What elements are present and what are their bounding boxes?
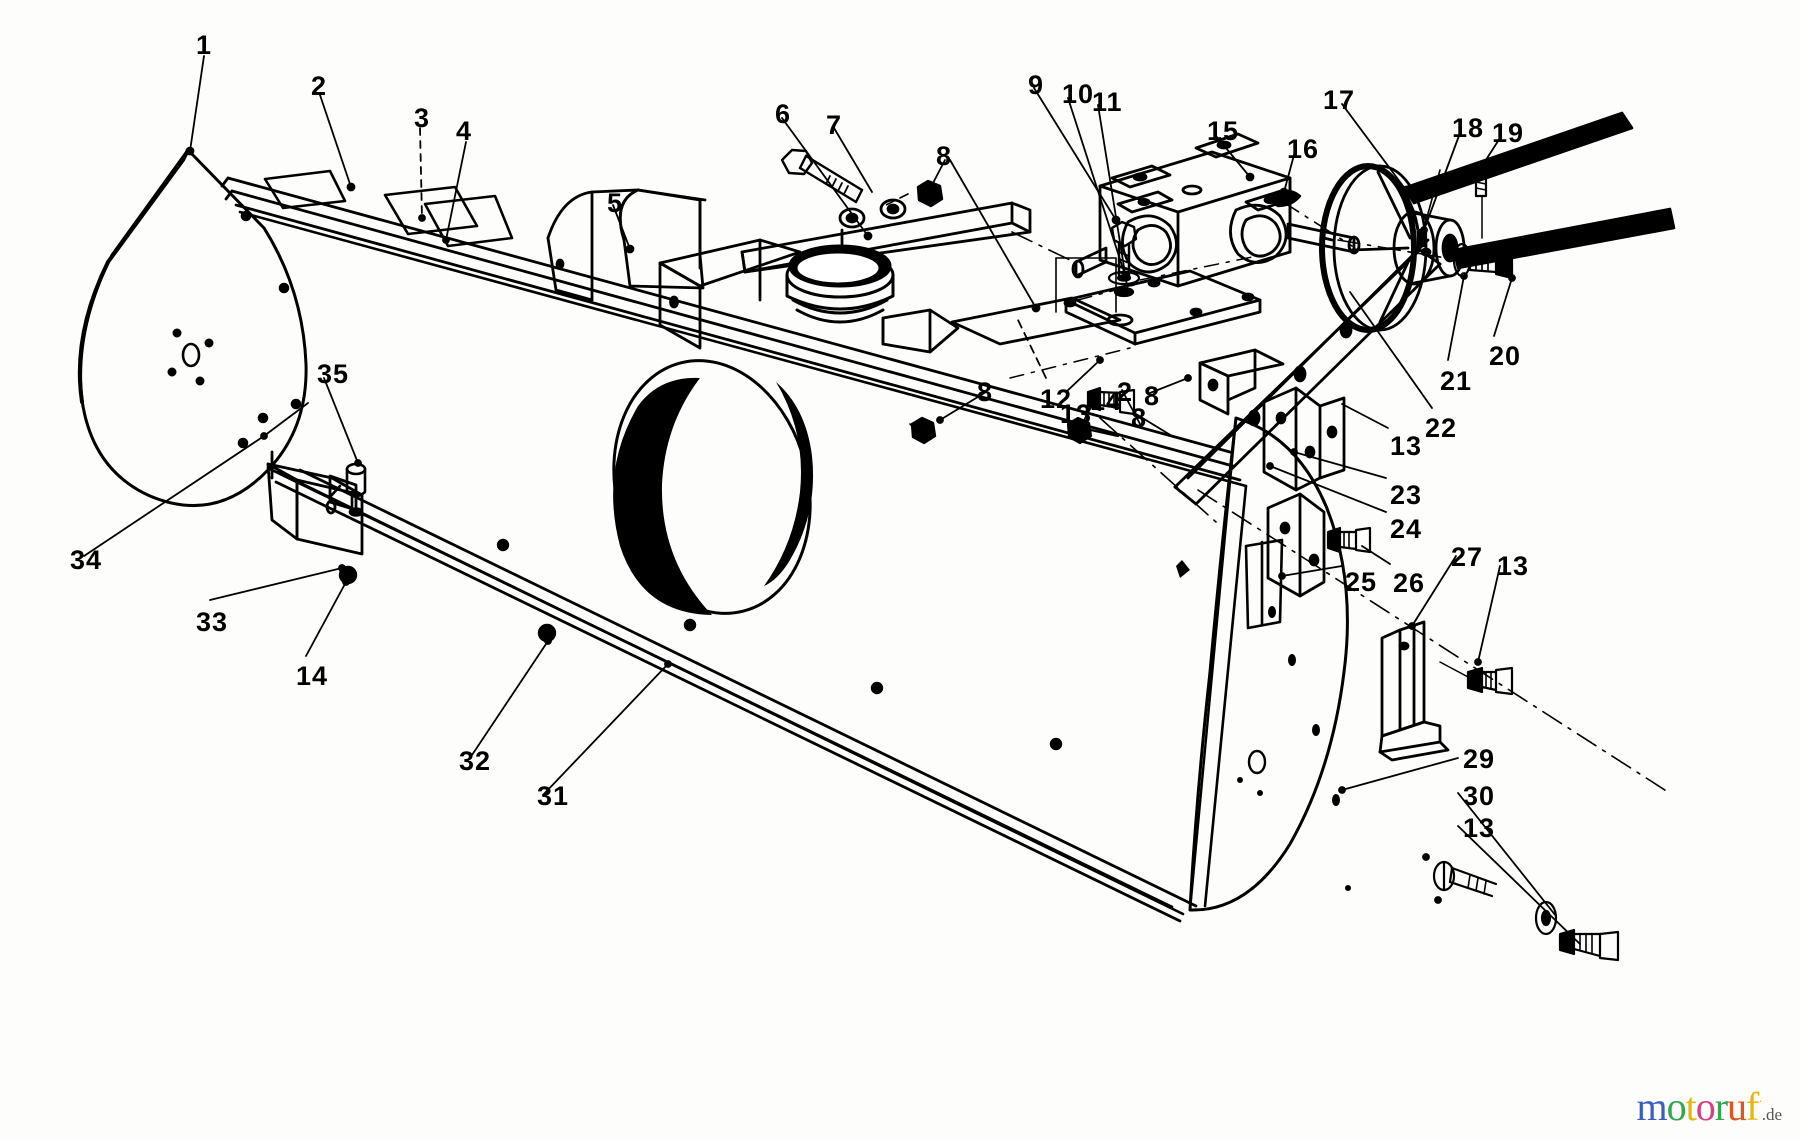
wm-letter-o1: o xyxy=(1666,1084,1687,1129)
left-end-plate xyxy=(77,148,308,508)
flange-nut-8b xyxy=(910,416,937,445)
right-end-plate-detail xyxy=(1244,538,1284,630)
callout-6: 6 xyxy=(775,99,792,129)
callout-22: 22 xyxy=(1425,413,1458,443)
moldboard-rib-tabs xyxy=(263,169,514,248)
washer-30 xyxy=(1534,900,1558,936)
callout-31: 31 xyxy=(537,781,570,811)
callout-8d: 8 xyxy=(1131,403,1148,433)
callout-17: 17 xyxy=(1323,85,1356,115)
callout-29: 29 xyxy=(1463,744,1496,774)
right-end-plate-holes xyxy=(1237,606,1351,891)
callout-14: 14 xyxy=(1090,386,1123,416)
flange-nut-8 xyxy=(916,179,944,208)
callout-34: 34 xyxy=(70,545,103,575)
leader-lines xyxy=(83,55,1581,945)
cap-screw-26 xyxy=(1326,526,1372,554)
callout-30: 30 xyxy=(1463,781,1496,811)
callout-20: 20 xyxy=(1489,341,1522,371)
hex-bolt-7 xyxy=(780,148,864,204)
callout-13b: 13 xyxy=(1390,431,1423,461)
callout-19: 19 xyxy=(1492,118,1525,148)
callout-3: 3 xyxy=(414,103,431,133)
callout-15: 15 xyxy=(1207,116,1240,146)
callout-27: 27 xyxy=(1451,542,1484,572)
callout-1: 1 xyxy=(196,30,213,60)
angle-bracket-24 xyxy=(1266,492,1326,598)
moldboard-face xyxy=(238,210,1248,908)
callout-4: 4 xyxy=(456,116,473,146)
callout-13d: 13 xyxy=(1463,813,1496,843)
hex-bolt-13d xyxy=(1558,928,1620,962)
angle-bracket-23 xyxy=(1262,386,1346,492)
skid-shoe-27 xyxy=(1378,620,1450,762)
scraper-bar-fasteners xyxy=(338,538,1063,751)
callout-11: 11 xyxy=(1092,87,1123,117)
callout-10: 10 xyxy=(1062,79,1095,109)
callout-16: 16 xyxy=(1287,134,1320,164)
callout-5: 5 xyxy=(607,188,624,218)
callout-21: 21 xyxy=(1440,366,1473,396)
callout-8c: 8 xyxy=(1144,381,1161,411)
callout-8: 8 xyxy=(936,141,953,171)
left-scroll-shield xyxy=(546,188,707,302)
wm-letter-f: f xyxy=(1746,1084,1759,1129)
callout-13: 13 xyxy=(1060,399,1093,429)
hex-bolt-13 xyxy=(1086,386,1136,416)
wm-letter-o2: o xyxy=(1695,1084,1716,1129)
callout-18: 18 xyxy=(1452,113,1485,143)
callout-33: 33 xyxy=(196,607,229,637)
callout-7: 7 xyxy=(826,110,843,140)
impeller-housing xyxy=(785,244,895,324)
callout-2: 2 xyxy=(311,71,328,101)
moldboard-panel xyxy=(220,176,1242,923)
wm-letter-u: u xyxy=(1727,1084,1747,1129)
right-end-plate xyxy=(1188,416,1349,912)
motoruf-watermark: motoruf·.de xyxy=(1636,1087,1782,1127)
right-frame-bar-22 xyxy=(1173,238,1442,506)
wm-dot: · xyxy=(1758,1093,1762,1109)
callout-23: 23 xyxy=(1390,480,1423,510)
wm-letter-t: t xyxy=(1685,1084,1697,1129)
callout-26: 26 xyxy=(1393,568,1426,598)
wm-suffix: .de xyxy=(1761,1105,1782,1124)
wm-letter-m: m xyxy=(1636,1084,1667,1129)
callout-25: 25 xyxy=(1345,567,1378,597)
discharge-opening xyxy=(612,359,814,615)
blade-brace-rod xyxy=(276,470,1185,916)
bracket-12 xyxy=(1198,348,1285,416)
callout-35: 35 xyxy=(317,359,350,389)
callout-13c: 13 xyxy=(1497,551,1530,581)
callout-32: 32 xyxy=(459,746,492,776)
left-end-plate-holes xyxy=(167,210,302,449)
cap-screw-20 xyxy=(1468,244,1514,280)
callout-9: 9 xyxy=(1028,70,1045,100)
callout-2b: 2 xyxy=(1117,377,1134,407)
hex-bolt-13c xyxy=(1466,666,1514,696)
carriage-bolt-29 xyxy=(1432,860,1498,898)
callout-12: 12 xyxy=(1040,384,1073,414)
callout-14b: 14 xyxy=(296,661,329,691)
wm-letter-r: r xyxy=(1714,1084,1728,1129)
callout-24: 24 xyxy=(1390,514,1423,544)
callout-8b: 8 xyxy=(977,377,994,407)
lower-mount-plate xyxy=(881,296,1122,354)
